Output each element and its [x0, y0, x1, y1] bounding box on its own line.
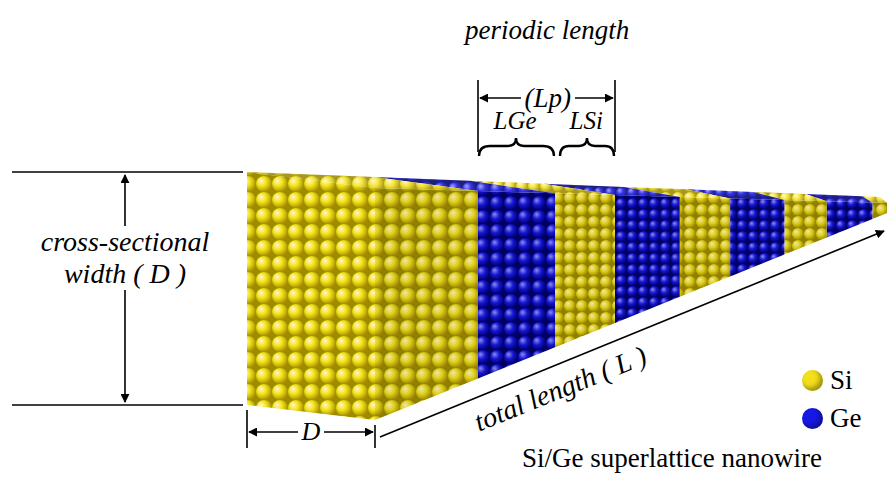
- figure-caption: Si/Ge superlattice nanowire: [522, 443, 822, 474]
- extension-line: [12, 404, 243, 406]
- extension-line: [614, 80, 616, 152]
- legend-label: Ge: [830, 403, 861, 434]
- brace: [560, 138, 614, 156]
- wire-shade: [784, 200, 826, 255]
- wire-segment: [827, 201, 873, 237]
- wire-segment: [615, 195, 680, 323]
- extension-line: [477, 80, 479, 152]
- legend-swatch: [802, 408, 823, 429]
- dimension-label: D: [298, 417, 325, 447]
- layer-label: LGe: [494, 107, 537, 136]
- wire-segment: [375, 188, 478, 420]
- dimension-label: periodic length: [465, 15, 629, 46]
- brace: [479, 138, 554, 156]
- wire-segment: [247, 172, 375, 420]
- wire-segment: [872, 203, 887, 219]
- wire-shade: [478, 191, 555, 378]
- wire-segment: [478, 191, 555, 378]
- legend-swatch: [802, 370, 823, 391]
- wire-shade: [375, 188, 478, 420]
- dimension-arrow: [380, 231, 884, 437]
- legend-label: Si: [830, 365, 853, 396]
- wire-shade: [827, 201, 873, 237]
- extension-line: [246, 410, 248, 448]
- wire-shade: [730, 198, 784, 276]
- extension-line: [12, 171, 243, 173]
- wire-segment: [680, 197, 730, 297]
- dimension-label: cross-sectional width ( D ): [10, 226, 240, 290]
- wire-segment: [555, 193, 615, 347]
- wire-shade: [555, 193, 615, 347]
- wire-shade: [872, 203, 887, 219]
- wire-shade: [680, 197, 730, 297]
- layer-label: LSi: [570, 107, 603, 136]
- wire-segment: [784, 200, 826, 255]
- wire-shade: [615, 195, 680, 323]
- extension-line: [374, 425, 376, 448]
- wire-segment: [730, 198, 784, 276]
